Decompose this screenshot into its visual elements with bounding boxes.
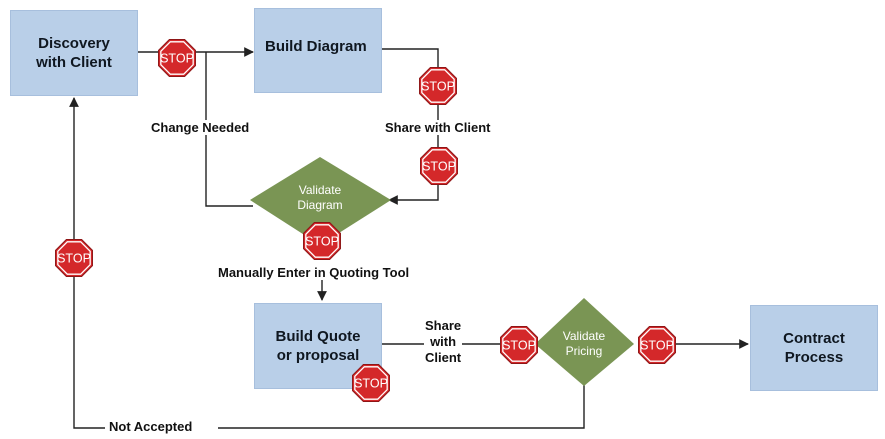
validate-pricing-diamond [535,298,634,386]
share-with-client-label: Share with Client [384,120,492,135]
validate-pricing-text-wrap: Validate Pricing [544,326,624,362]
edge-not-accepted-return [69,97,105,429]
not-accepted-label: Not Accepted [108,419,194,434]
stop-sign-icon: STOP [418,145,460,187]
contract-process-label: Contract Process [783,330,845,366]
share-with-client-multiline-label: Share with Client [424,318,463,366]
contract-process-box: Contract Process [750,305,878,391]
stop-sign-text: STOP [57,252,91,266]
build-quote-label: Build Quote or proposal [275,328,361,364]
validate-diagram-diamond [250,157,391,245]
stop-sign-text: STOP [502,339,536,353]
stop-sign-text: STOP [160,52,194,66]
stop-sign-icon: STOP [301,220,343,262]
build-diagram-box: Build Diagram [254,8,382,93]
stop-sign-text: STOP [305,235,339,249]
manual-entry-label: Manually Enter in Quoting Tool [217,265,411,280]
discovery-with-client-label: Discovery with Client [36,35,112,71]
stop-sign-text: STOP [421,80,455,94]
stop-sign-icon: STOP [53,237,95,279]
stop-sign-icon: STOP [636,324,678,366]
stop-sign-icon: STOP [156,37,198,79]
change-needed-label: Change Needed [150,120,251,135]
stop-sign-text: STOP [422,160,456,174]
edge-change-needed-loop [205,52,253,207]
validate-pricing-label: Validate Pricing [562,329,606,358]
build-quote-box: Build Quote or proposal [254,303,382,389]
validate-diagram-text-wrap: Validate Diagram [270,180,370,216]
validate-diagram-label: Validate Diagram [297,183,343,212]
stop-sign-icon: STOP [417,65,459,107]
stop-sign-icon: STOP [350,362,392,404]
stop-sign-text: STOP [640,339,674,353]
build-diagram-label: Build Diagram [265,38,367,55]
stop-sign-icon: STOP [498,324,540,366]
stop-sign-text: STOP [354,377,388,391]
discovery-with-client-box: Discovery with Client [10,10,138,96]
edge-not-accepted-right [218,384,585,429]
